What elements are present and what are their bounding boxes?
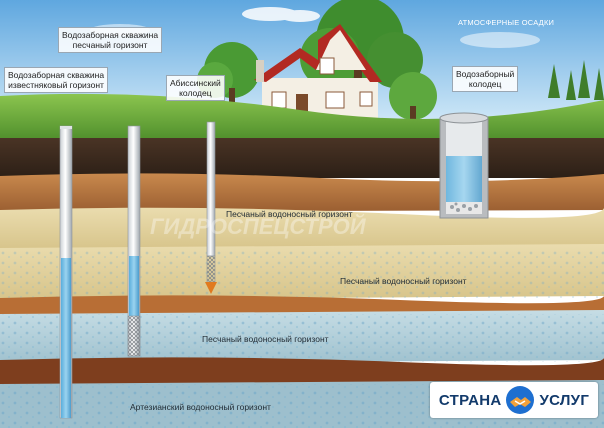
layer-label-sand-1: Песчаный водоносный горизонт: [226, 209, 353, 219]
layer-label-sand-3: Песчаный водоносный горизонт: [202, 334, 329, 344]
badge-word-right: УСЛУГ: [539, 391, 590, 409]
handshake-icon: [506, 386, 535, 414]
precipitation-label: АТМОСФЕРНЫЕ ОСАДКИ: [458, 18, 555, 27]
callout-limestone-well-text: Водозаборная скважина известняковый гори…: [8, 70, 105, 90]
dug-well: [439, 112, 489, 219]
callout-dug-well-text: Водозаборный колодец: [456, 69, 515, 89]
callout-sand-well-text: Водозаборная скважина песчаный горизонт: [62, 30, 159, 50]
watermark: ГИДРОСПЕЦСТРОЙ: [150, 214, 366, 239]
limestone-well: [59, 125, 73, 419]
callout-dug-well: Водозаборный колодец: [452, 66, 519, 92]
badge-word-left: СТРАНА: [438, 391, 502, 409]
sand-well: [127, 125, 141, 357]
callout-sand-well: Водозаборная скважина песчаный горизонт: [58, 27, 163, 53]
callout-limestone-well: Водозаборная скважина известняковый гори…: [4, 67, 109, 93]
abyssinian-well: [205, 121, 217, 294]
layer-label-artesian: Артезианский водоносный горизонт: [130, 402, 271, 412]
layer-label-sand-2: Песчаный водоносный горизонт: [340, 276, 467, 286]
strana-uslug-badge: СТРАНА УСЛУГ: [430, 382, 598, 418]
callout-abyssinian-text: Абиссинский колодец: [170, 78, 221, 98]
callout-abyssinian: Абиссинский колодец: [166, 75, 225, 101]
